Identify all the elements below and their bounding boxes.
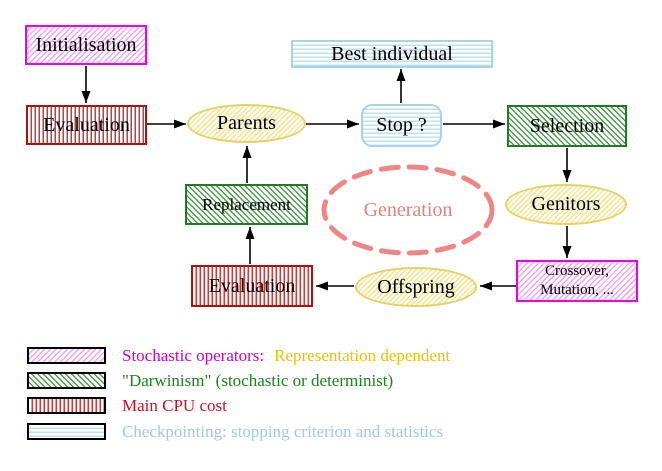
legend-swatch-magenta-hatch xyxy=(27,347,106,364)
node-initialisation: Initialisation xyxy=(25,25,147,65)
generation-label: Generation xyxy=(363,198,453,221)
crossover-line1: Crossover, xyxy=(545,262,609,279)
node-offspring: Offspring xyxy=(355,267,477,307)
legend-label-darwinism: "Darwinism" (stochastic or determinist) xyxy=(122,370,394,390)
node-best-individual: Best individual xyxy=(291,40,493,68)
legend-label-representation-dependent: Representation dependent xyxy=(274,345,451,365)
legend-row-stochastic-operators: Stochastic operators: Representation dep… xyxy=(27,345,451,365)
legend-swatch-red-stripes xyxy=(27,397,106,414)
legend-row-main-cpu-cost: Main CPU cost xyxy=(27,395,227,415)
node-genitors: Genitors xyxy=(505,184,627,225)
crossover-line2: Mutation, ... xyxy=(540,282,614,298)
legend-label-main-cpu-cost: Main CPU cost xyxy=(122,395,227,415)
node-parents: Parents xyxy=(187,104,306,143)
node-selection: Selection xyxy=(507,105,627,147)
node-stop: Stop ? xyxy=(361,104,442,147)
node-crossover-mutation: Crossover, Mutation, ... xyxy=(516,260,638,302)
legend-row-darwinism: "Darwinism" (stochastic or determinist) xyxy=(27,370,394,390)
node-evaluation-top: Evaluation xyxy=(26,105,147,145)
node-evaluation-bottom: Evaluation xyxy=(191,265,313,307)
legend-label-checkpointing: Checkpointing: stopping criterion and st… xyxy=(122,421,444,441)
legend-label-stochastic-operators: Stochastic operators: xyxy=(122,345,265,365)
legend-swatch-cyan-stripes xyxy=(27,423,106,440)
legend-swatch-green-hatch xyxy=(27,372,106,389)
legend-row-checkpointing: Checkpointing: stopping criterion and st… xyxy=(27,421,444,441)
node-replacement: Replacement xyxy=(185,184,308,225)
